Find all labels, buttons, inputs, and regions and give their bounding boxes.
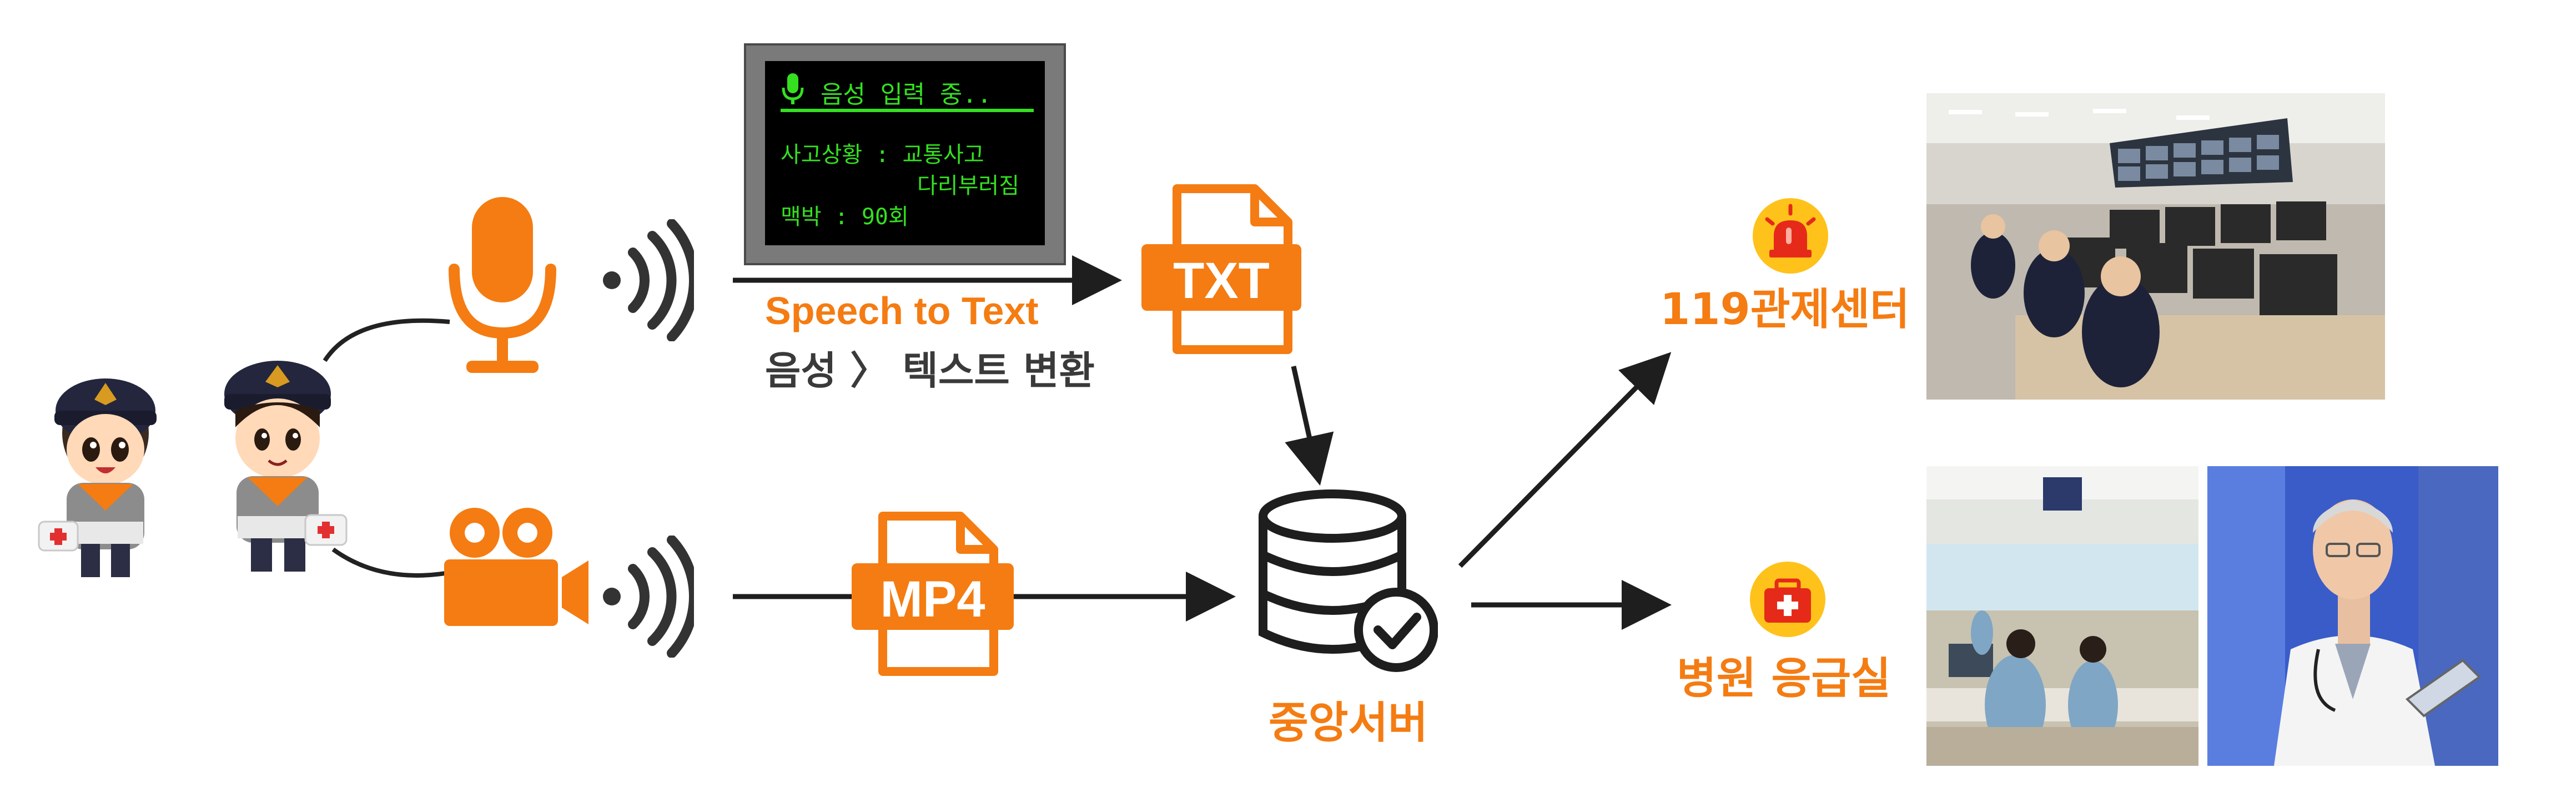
txt-label: TXT (1173, 252, 1270, 309)
wireless-signal-icon (600, 536, 694, 658)
hospital-label: 병원 응급실 (1677, 654, 1891, 704)
terminal-screen: 음성 입력 중.. 사고상황 : 교통사고 다리부러짐 맥박 : 90회 (765, 61, 1045, 245)
terminal-line-1: 사고상황 : 교통사고 (781, 142, 984, 168)
database-check-icon (1255, 488, 1438, 677)
mascot-to-camera-curve (331, 547, 456, 578)
terminal-mic-icon (782, 73, 804, 105)
control-center-photo (1926, 93, 2385, 400)
doctor-photo (2207, 466, 2498, 766)
mascot-female (33, 322, 178, 583)
wireless-signal-icon (600, 219, 694, 341)
server-label: 중앙서버 (1269, 698, 1428, 748)
txt-file-icon: TXT (1138, 183, 1305, 355)
txt-to-server-arrow (1285, 366, 1334, 486)
stt-title: Speech to Text (765, 289, 1039, 332)
mascot-to-mic-curve (323, 318, 450, 362)
mascot-male (200, 300, 355, 577)
video-camera-icon (439, 499, 594, 633)
terminal-line-3: 맥박 : 90회 (781, 204, 909, 230)
stt-subtitle: 음성 〉 텍스트 변환 (765, 348, 1095, 393)
hospital-emergency-photo (1926, 466, 2198, 766)
terminal-line-2: 다리부러짐 (917, 173, 1019, 199)
server-to-control-arrow (1458, 352, 1672, 568)
terminal-title: 음성 입력 중.. (821, 80, 992, 109)
voice-input-terminal: 음성 입력 중.. 사고상황 : 교통사고 다리부러짐 맥박 : 90회 (744, 43, 1066, 265)
microphone-icon (444, 191, 561, 380)
mp4-label: MP4 (880, 571, 985, 628)
siren-icon (1752, 197, 1829, 275)
terminal-divider (781, 109, 1034, 112)
mp4-file-icon: MP4 (849, 511, 1016, 677)
first-aid-kit-icon (1749, 560, 1827, 638)
control-center-label: 119관제센터 (1660, 285, 1910, 335)
